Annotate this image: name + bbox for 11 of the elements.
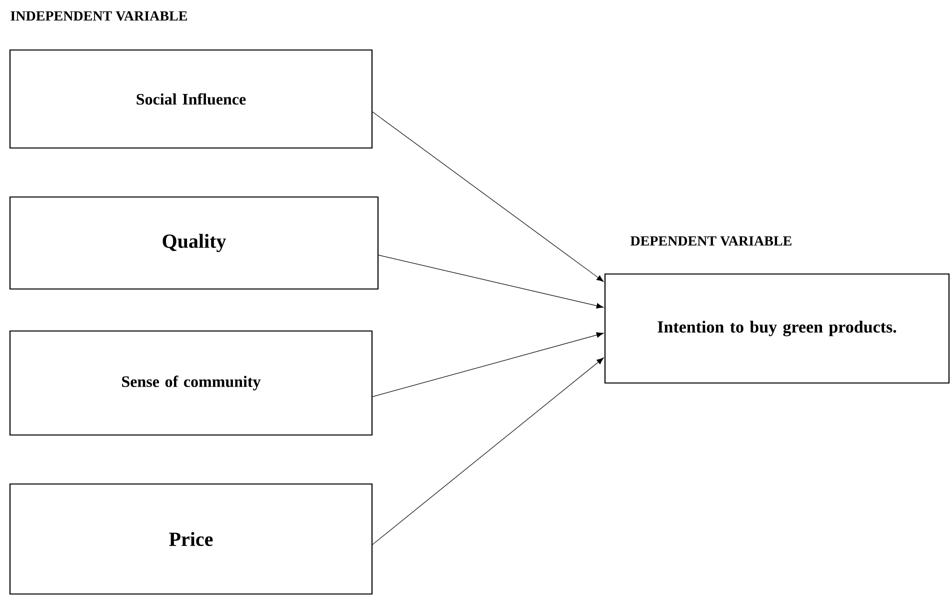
arrow xyxy=(378,254,604,309)
arrow xyxy=(372,332,604,397)
variable-box: Sense of community xyxy=(9,330,373,436)
arrow xyxy=(372,358,604,545)
section-heading: DEPENDENT VARIABLE xyxy=(630,236,792,246)
variable-box: Quality xyxy=(9,196,379,290)
variable-box: Price xyxy=(9,483,373,595)
arrow xyxy=(372,112,604,282)
variable-box: Intention to buy green products. xyxy=(604,273,950,384)
section-heading: INDEPENDENT VARIABLE xyxy=(10,11,187,21)
variable-box: Social Influence xyxy=(9,49,373,149)
